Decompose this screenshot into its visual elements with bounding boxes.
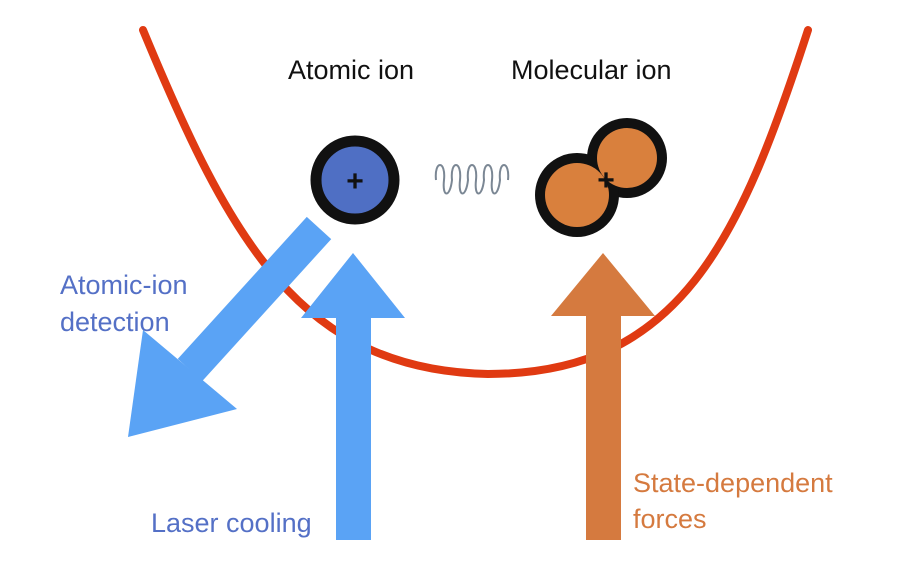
forces-label-line1: State-dependent xyxy=(633,468,833,498)
forces-label-line2: forces xyxy=(633,504,707,534)
atomic-ion-label: Atomic ion xyxy=(288,55,415,85)
atomic-ion: + xyxy=(310,135,400,225)
molecular-ion-label: Molecular ion xyxy=(511,55,672,85)
spring-icon xyxy=(434,164,510,195)
laser-cooling-arrow xyxy=(301,253,405,540)
trap-potential-curve xyxy=(139,26,812,379)
molecular-ion: + xyxy=(535,118,667,237)
detection-arrow xyxy=(128,216,332,437)
detection-label-line1: Atomic-ion xyxy=(60,270,188,300)
atomic-ion-sphere xyxy=(310,135,400,225)
laser-cooling-label: Laser cooling xyxy=(151,508,312,538)
molecular-ion-atom-left xyxy=(545,163,609,227)
molecular-ion-charge: + xyxy=(597,164,615,197)
state-dependent-forces-arrow xyxy=(551,253,655,540)
atomic-ion-charge: + xyxy=(346,165,364,198)
detection-label-line2: detection xyxy=(60,307,170,337)
molecular-ion-atom-right xyxy=(597,128,657,188)
